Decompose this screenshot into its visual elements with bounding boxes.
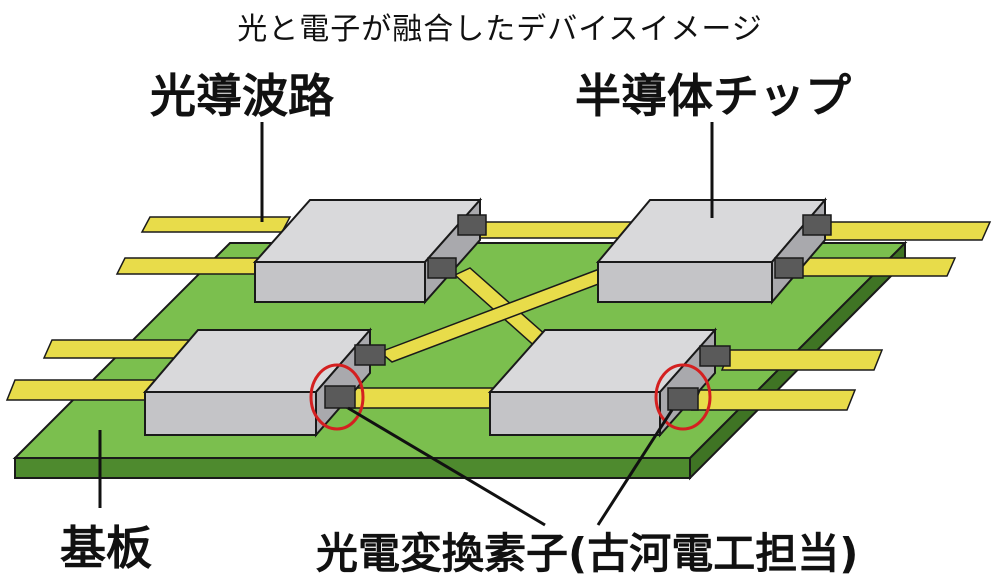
waveguide-back-right-1 [815, 221, 992, 241]
waveguide-back-mid-1 [470, 221, 642, 239]
converter-element [699, 345, 731, 367]
leader-lines [98, 122, 714, 527]
chip-back-right [595, 197, 832, 305]
leader-line-converter-left [347, 406, 546, 527]
diagram-title: 光と電子が融合したデバイスイメージ [237, 12, 763, 47]
chip-label: 半導体チップ [575, 69, 851, 123]
converter-highlight-circle [654, 363, 712, 431]
converter-element [667, 387, 699, 411]
waveguide-label: 光導波路 [150, 69, 334, 123]
chip-back-left [252, 197, 487, 305]
waveguide-front-right-1 [720, 349, 884, 371]
chip-front-left [142, 327, 386, 438]
waveguide-back-left-2 [115, 257, 267, 275]
converter-element [774, 257, 804, 279]
waveguide-back-right-2 [790, 257, 957, 277]
converter-element [427, 257, 457, 279]
converter-label: 光電変換素子(古河電工担当) [316, 529, 859, 578]
waveguide-front-left-2 [5, 379, 162, 401]
converter-element [802, 214, 832, 236]
waveguides [5, 216, 992, 411]
chip-front [597, 261, 773, 303]
chip-front-right [487, 327, 731, 438]
chip-front [144, 391, 317, 436]
converter-highlight-circle [309, 363, 365, 431]
converter-element [354, 344, 386, 366]
waveguide-front-left-1 [42, 339, 200, 359]
waveguide-back-left-1 [140, 216, 292, 233]
converter-element [457, 214, 487, 236]
chip-front [254, 261, 426, 303]
converter-element [324, 385, 356, 409]
waveguide-front-right-2 [690, 389, 857, 411]
leader-line-converter-right [596, 409, 674, 526]
substrate-side [14, 457, 691, 479]
substrate-label: 基板 [60, 521, 152, 575]
chip-front [489, 391, 661, 436]
